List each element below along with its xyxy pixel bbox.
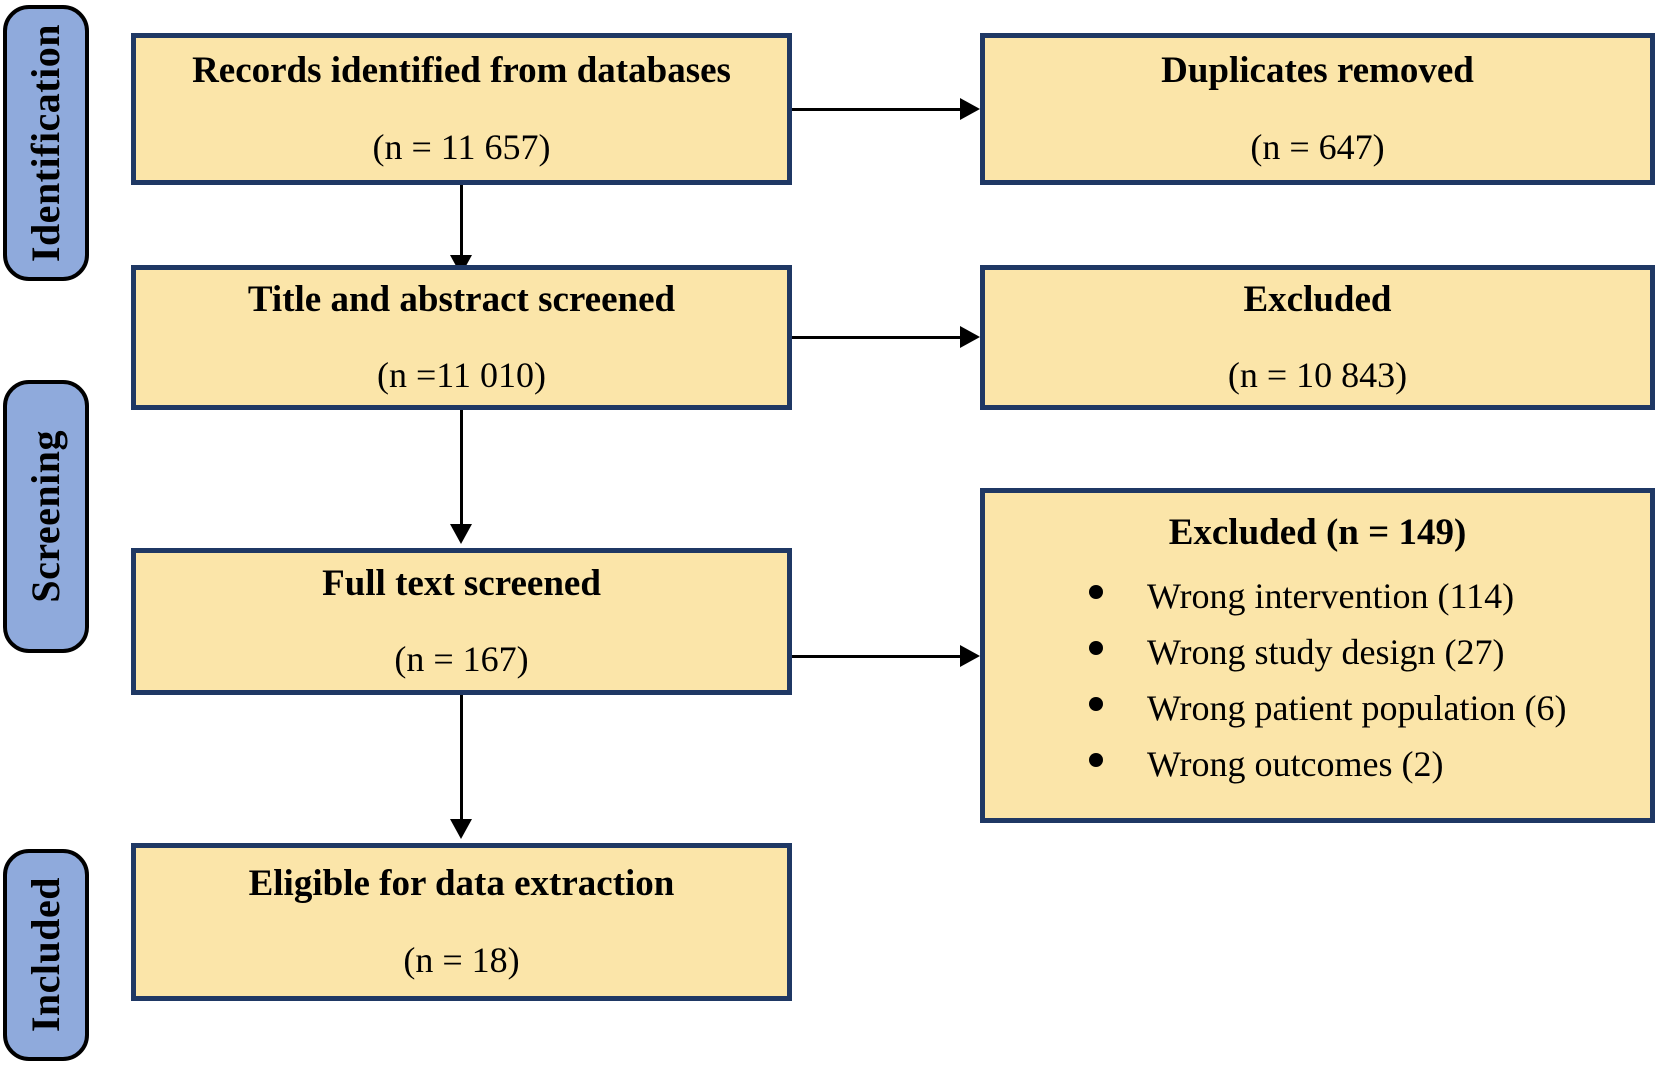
box-excluded-screening-count: (n = 10 843) [1227, 355, 1408, 396]
excluded-reason-label: Wrong outcomes (2) [1147, 743, 1444, 784]
stage-label-identification: Identification [23, 23, 68, 263]
box-excluded-fulltext: Excluded (n = 149) Wrong intervention (1… [980, 488, 1655, 823]
stage-pill-identification: Identification [3, 5, 89, 281]
stage-pill-screening: Screening [3, 380, 89, 653]
box-records-identified: Records identified from databases (n = 1… [131, 33, 792, 185]
list-item: Wrong study design (27) [1089, 634, 1650, 670]
arrowhead-title-abstract-to-excluded [960, 326, 980, 348]
connector-full-text-to-eligible [460, 695, 463, 823]
box-duplicates-removed-title: Duplicates removed [1161, 50, 1474, 92]
arrowhead-full-text-to-eligible [450, 819, 472, 839]
connector-title-abstract-to-full-text [460, 410, 463, 528]
box-eligible-data-extraction-count: (n = 18) [403, 939, 520, 980]
box-title-abstract-screened-count: (n =11 010) [377, 355, 546, 396]
connector-records-to-title-abstract [460, 185, 463, 259]
stage-label-screening: Screening [23, 430, 68, 603]
bullet-icon [1089, 640, 1103, 655]
arrowhead-full-text-to-excluded-fulltext [960, 645, 980, 667]
connector-records-to-duplicates [792, 108, 962, 111]
bullet-icon [1089, 696, 1103, 711]
box-duplicates-removed: Duplicates removed (n = 647) [980, 33, 1655, 185]
box-records-identified-count: (n = 11 657) [372, 126, 551, 167]
box-records-identified-title: Records identified from databases [192, 50, 731, 92]
box-duplicates-removed-count: (n = 647) [1250, 126, 1385, 167]
box-title-abstract-screened-title: Title and abstract screened [247, 278, 676, 320]
box-full-text-screened-count: (n = 167) [394, 639, 529, 680]
box-full-text-screened-title: Full text screened [322, 562, 601, 604]
box-eligible-data-extraction-title: Eligible for data extraction [248, 863, 675, 905]
excluded-reason-label: Wrong patient population (6) [1147, 687, 1567, 728]
box-excluded-fulltext-heading: Excluded (n = 149) [1168, 512, 1467, 553]
box-title-abstract-screened: Title and abstract screened (n =11 010) [131, 265, 792, 410]
connector-full-text-to-excluded-fulltext [792, 655, 962, 658]
excluded-reason-list: Wrong intervention (114) Wrong study des… [985, 578, 1650, 782]
box-excluded-screening-title: Excluded [1243, 278, 1392, 320]
stage-label-included: Included [23, 877, 68, 1033]
box-full-text-screened: Full text screened (n = 167) [131, 548, 792, 695]
arrowhead-records-to-duplicates [960, 98, 980, 120]
stage-pill-included: Included [3, 849, 89, 1061]
arrowhead-title-abstract-to-full-text [450, 524, 472, 544]
list-item: Wrong intervention (114) [1089, 578, 1650, 614]
box-excluded-screening: Excluded (n = 10 843) [980, 265, 1655, 410]
excluded-reason-label: Wrong intervention (114) [1147, 575, 1515, 616]
bullet-icon [1089, 584, 1103, 599]
bullet-icon [1089, 752, 1103, 767]
list-item: Wrong patient population (6) [1089, 690, 1650, 726]
connector-title-abstract-to-excluded [792, 336, 962, 339]
list-item: Wrong outcomes (2) [1089, 746, 1650, 782]
excluded-reason-label: Wrong study design (27) [1147, 631, 1505, 672]
box-eligible-data-extraction: Eligible for data extraction (n = 18) [131, 843, 792, 1001]
